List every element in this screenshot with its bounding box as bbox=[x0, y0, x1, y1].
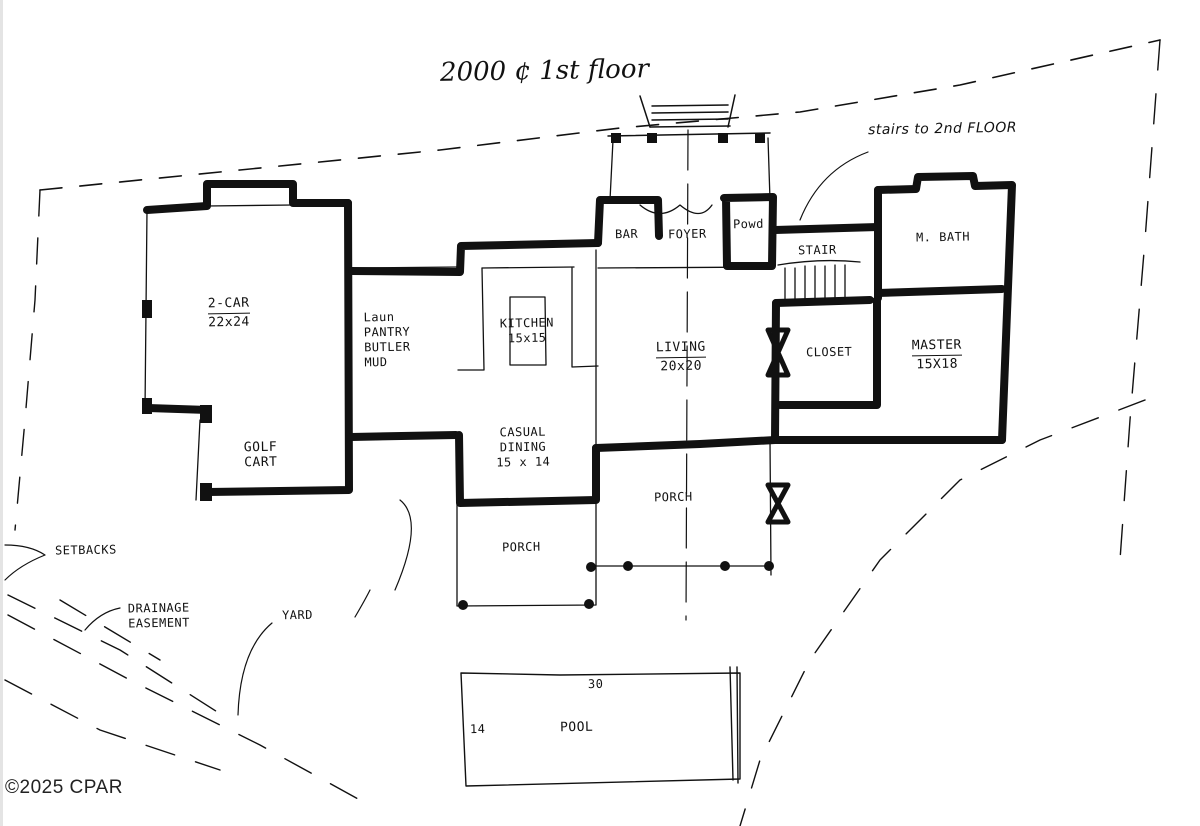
french-doors bbox=[765, 327, 791, 525]
setback-line-right-lower bbox=[739, 399, 1146, 826]
stairs-note: stairs to 2nd FLOOR bbox=[867, 119, 1018, 139]
utility-line-1: Laun bbox=[363, 309, 395, 325]
pool-outline bbox=[460, 666, 741, 787]
golf-cart-line-2: CART bbox=[244, 454, 278, 471]
room-label-master-bath: M. BATH bbox=[915, 229, 971, 245]
utility-line-3: BUTLER bbox=[364, 339, 411, 355]
yard-label: YARD bbox=[281, 607, 314, 623]
setbacks-label: SETBACKS bbox=[54, 542, 117, 558]
room-label-golf-cart: GOLF CART bbox=[244, 440, 278, 471]
entry-porch-sides bbox=[609, 137, 771, 201]
property-line-right bbox=[1119, 39, 1161, 561]
light-lines bbox=[144, 204, 861, 607]
kitchen-name: KITCHEN bbox=[499, 315, 555, 331]
kitchen-dims: 15x15 bbox=[507, 330, 547, 346]
pool-label: POOL bbox=[559, 719, 594, 736]
leader-stairs bbox=[799, 151, 869, 221]
leader-yard-top bbox=[354, 499, 412, 618]
room-label-garage: 2-CAR 22x24 bbox=[208, 296, 250, 331]
room-label-master: MASTER 15X18 bbox=[912, 338, 963, 373]
room-label-kitchen: KITCHEN 15x15 bbox=[500, 316, 555, 347]
exterior-walls bbox=[143, 172, 1016, 507]
room-label-porch-left: PORCH bbox=[501, 539, 541, 555]
garage-dims: 22x24 bbox=[208, 312, 250, 331]
room-label-closet: CLOSET bbox=[805, 344, 853, 360]
utility-line-2: PANTRY bbox=[363, 324, 411, 340]
center-axis bbox=[685, 129, 689, 621]
room-label-porch-center: PORCH bbox=[653, 489, 693, 505]
copyright-watermark: ©2025 CPAR bbox=[5, 777, 123, 798]
room-label-casual-dining: CASUAL DINING 15 x 14 bbox=[496, 425, 551, 471]
pool-length: 30 bbox=[587, 676, 604, 692]
room-label-foyer: FOYER bbox=[667, 226, 707, 242]
utility-line-4: MUD bbox=[364, 354, 388, 370]
pool-width: 14 bbox=[469, 721, 486, 737]
leader-yard bbox=[237, 622, 273, 716]
garage-name: 2-CAR bbox=[207, 295, 250, 312]
room-label-bar: BAR bbox=[614, 226, 639, 242]
living-dims: 20x20 bbox=[656, 356, 707, 375]
porch-columns bbox=[458, 561, 774, 610]
room-label-living: LIVING 20x20 bbox=[656, 340, 707, 375]
door-symbols bbox=[142, 300, 212, 501]
room-label-utility: Laun PANTRY BUTLER MUD bbox=[363, 310, 410, 371]
dining-line-3: 15 x 14 bbox=[496, 454, 551, 470]
golf-cart-line-1: GOLF bbox=[243, 439, 278, 456]
property-line-top bbox=[39, 39, 1161, 191]
setback-lines-lower-left bbox=[4, 594, 361, 801]
room-label-stair: STAIR bbox=[797, 242, 837, 258]
master-name: MASTER bbox=[911, 337, 962, 354]
drainage-line-1: DRAINAGE bbox=[127, 600, 190, 616]
drainage-line-2: EASEMENT bbox=[128, 615, 191, 631]
dining-line-2: DINING bbox=[499, 439, 547, 455]
room-label-powder: Powd bbox=[732, 216, 765, 232]
entry-columns bbox=[611, 133, 765, 143]
plan-title: 2000 ¢ 1st floor bbox=[439, 54, 650, 88]
living-name: LIVING bbox=[655, 339, 706, 356]
image-left-border bbox=[0, 0, 3, 826]
leader-drainage bbox=[84, 607, 121, 631]
entry-steps bbox=[607, 94, 771, 137]
dining-line-1: CASUAL bbox=[499, 424, 547, 440]
property-line-left bbox=[14, 189, 41, 531]
master-dims: 15X18 bbox=[912, 354, 963, 373]
drainage-label: DRAINAGE EASEMENT bbox=[128, 600, 190, 631]
leader-setbacks bbox=[4, 544, 46, 581]
